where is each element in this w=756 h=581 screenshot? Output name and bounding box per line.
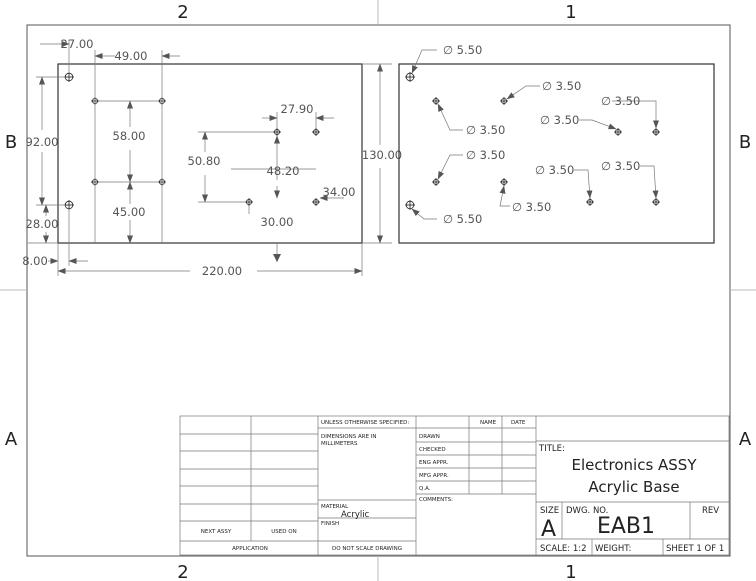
callout-hole-3-50: ∅ 3.50 [512, 200, 551, 214]
unless-specified: UNLESS OTHERWISE SPECIFIED: [321, 420, 409, 426]
title-block: UNLESS OTHERWISE SPECIFIED: NAME DATE DI… [179, 415, 730, 556]
drawing-title-line2: Acrylic Base [588, 478, 679, 496]
qa-label: Q.A. [419, 486, 431, 492]
dim-8: 8.00 [22, 254, 48, 268]
application-label: APPLICATION [232, 546, 268, 552]
dim-92: 92.00 [26, 135, 59, 149]
dim-130: 130.00 [362, 148, 402, 162]
dim-30: 30.00 [261, 215, 294, 229]
dim-50-80: 50.80 [188, 154, 221, 168]
dwg-no-label: DWG. NO. [566, 506, 608, 516]
material-label: MATERIAL [321, 504, 349, 510]
dim-220: 220.00 [202, 264, 242, 278]
title-label: TITLE: [538, 444, 565, 454]
hole-large [64, 200, 74, 210]
hole-small [652, 128, 660, 136]
rev-label: REV [702, 506, 719, 516]
dimensions-note: DIMENSIONS ARE IN [321, 434, 377, 440]
zone-top-1: 1 [565, 2, 576, 23]
dim-27-90: 27.90 [281, 102, 314, 116]
callout-hole-3-50: ∅ 3.50 [466, 123, 505, 137]
zone-left-b: B [5, 132, 17, 153]
do-not-scale-label: DO NOT SCALE DRAWING [332, 546, 402, 552]
hole-small [273, 128, 281, 136]
callout-hole-3-50: ∅ 3.50 [542, 79, 581, 93]
callout-hole-3-50: ∅ 3.50 [466, 148, 505, 162]
hole-small [432, 97, 440, 105]
zone-top-2: 2 [177, 2, 188, 23]
size-label: SIZE [540, 506, 559, 516]
hole-small [586, 198, 594, 206]
dim-34: 34.00 [323, 185, 356, 199]
hole-small [432, 178, 440, 186]
right-view: ∅ 5.50 ∅ 3.50 ∅ 3.50 ∅ 3.50 ∅ 3.50 ∅ 3.5… [398, 43, 715, 244]
dim-28: 28.00 [26, 217, 59, 231]
material-value: Acrylic [341, 510, 370, 520]
left-plate-outline [57, 63, 363, 244]
hole-small [500, 178, 508, 186]
hole-small [652, 198, 660, 206]
weight-label: WEIGHT: [595, 544, 631, 554]
zone-right-b: B [739, 132, 751, 153]
dim-48-20: 48.20 [267, 164, 300, 178]
callout-hole-5-50: ∅ 5.50 [443, 212, 482, 226]
dimensions-note-units: MILLIMETERS [321, 441, 358, 447]
comments-label: COMMENTS: [419, 497, 453, 503]
dim-45: 45.00 [113, 205, 146, 219]
hole-small [500, 97, 508, 105]
zone-left-a: A [5, 429, 18, 450]
dim-49: 49.00 [115, 49, 148, 63]
hole-small [312, 128, 320, 136]
hole-small [245, 198, 253, 206]
hole-large [405, 72, 415, 82]
drawing-title-line1: Electronics ASSY [572, 456, 698, 474]
leader-lines [411, 49, 659, 220]
date-header: DATE [511, 420, 526, 426]
zone-right-a: A [739, 429, 752, 450]
hole-large [405, 200, 415, 210]
callout-hole-5-50: ∅ 5.50 [443, 43, 482, 57]
hole-small [614, 128, 622, 136]
checked-label: CHECKED [419, 447, 446, 453]
dwg-no-value: EAB1 [597, 514, 655, 539]
drawn-label: DRAWN [419, 434, 440, 440]
used-on-label: USED ON [271, 529, 296, 535]
zone-bottom-2: 2 [177, 562, 188, 581]
hole-large [64, 72, 74, 82]
callout-hole-3-50: ∅ 3.50 [601, 94, 640, 108]
finish-label: FINISH [321, 521, 339, 527]
scale-label: SCALE: 1:2 [540, 544, 587, 554]
callout-hole-3-50: ∅ 3.50 [601, 159, 640, 173]
dim-27: 27.00 [61, 37, 94, 51]
dim-58: 58.00 [113, 129, 146, 143]
hole-small [312, 198, 320, 206]
mfg-appr-label: MFG APPR. [419, 473, 449, 479]
left-view: 27.00 49.00 92.00 58.00 45.00 28.00 8.00… [22, 37, 402, 278]
callout-hole-3-50: ∅ 3.50 [535, 163, 574, 177]
left-dimension-lines [28, 40, 392, 276]
zone-bottom-1: 1 [565, 562, 576, 581]
right-plate-outline [398, 63, 715, 244]
eng-appr-label: ENG APPR. [419, 460, 449, 466]
next-assy-label: NEXT ASSY [201, 529, 232, 535]
size-value: A [541, 517, 556, 542]
name-header: NAME [480, 420, 497, 426]
sheet-label: SHEET 1 OF 1 [666, 544, 724, 554]
callout-hole-3-50: ∅ 3.50 [540, 113, 579, 127]
